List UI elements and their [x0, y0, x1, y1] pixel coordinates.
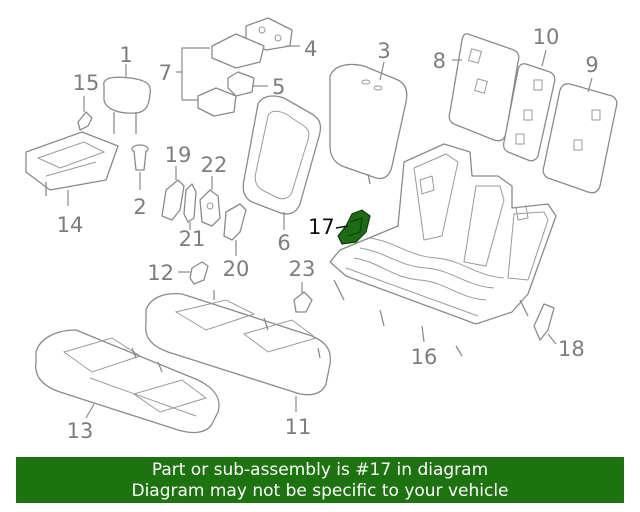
- callout-6: 6: [277, 231, 290, 255]
- callout-17: 17: [308, 215, 335, 239]
- callout-9: 9: [585, 53, 598, 77]
- parts-diagram: 1 2 3 4 5 6 7 8 9 10 11 12 13 14 15 16 1…: [25, 17, 618, 443]
- part-6-seatback-pad: [242, 95, 322, 230]
- notice-banner: Part or sub-assembly is #17 in diagram D…: [16, 457, 624, 503]
- part-9-back-cover-right: [542, 77, 618, 194]
- part-16-seat-frame: [329, 143, 557, 357]
- callout-10: 10: [533, 25, 560, 49]
- callout-3: 3: [377, 39, 390, 63]
- part-8-back-cover: [448, 33, 520, 142]
- part-10-side-cover: [502, 49, 556, 162]
- part-2-guide: [131, 144, 149, 190]
- callout-22: 22: [201, 153, 228, 177]
- part-21-bracket: [183, 183, 197, 230]
- part-15-clip: [77, 96, 93, 131]
- part-1-headrest: [103, 64, 152, 134]
- callout-5: 5: [272, 75, 285, 99]
- notice-line-1: Part or sub-assembly is #17 in diagram: [151, 460, 489, 480]
- callout-21: 21: [179, 227, 206, 251]
- callout-11: 11: [285, 415, 312, 439]
- part-19-bracket: [161, 166, 185, 221]
- part-11-cushion-pad: [145, 290, 332, 412]
- callout-20: 20: [223, 257, 250, 281]
- callout-7: 7: [159, 61, 172, 85]
- callout-23: 23: [289, 257, 316, 281]
- callout-4: 4: [304, 37, 317, 61]
- part-23-clip: [293, 282, 313, 313]
- callout-1: 1: [119, 43, 132, 67]
- notice-line-2: Diagram may not be specific to your vehi…: [131, 481, 509, 501]
- part-7-pad: [176, 33, 265, 117]
- callout-14: 14: [57, 213, 84, 237]
- part-13-cushion-cover: [35, 329, 220, 434]
- callout-16: 16: [411, 345, 438, 369]
- callout-18: 18: [558, 337, 585, 361]
- part-17-highlighted: [335, 209, 371, 245]
- callout-19: 19: [165, 143, 192, 167]
- part-12-clip: [178, 261, 209, 285]
- part-20-bracket: [223, 203, 247, 256]
- part-18-clip: [533, 303, 557, 345]
- part-14-armrest: [25, 131, 119, 206]
- callout-12: 12: [147, 261, 174, 285]
- callout-2: 2: [133, 195, 146, 219]
- part-3-seatback-panel: [329, 61, 408, 185]
- callout-13: 13: [67, 419, 94, 443]
- part-22-bracket: [199, 176, 221, 227]
- callout-15: 15: [73, 71, 100, 95]
- part-5-block: [227, 71, 268, 97]
- callout-8: 8: [433, 49, 446, 73]
